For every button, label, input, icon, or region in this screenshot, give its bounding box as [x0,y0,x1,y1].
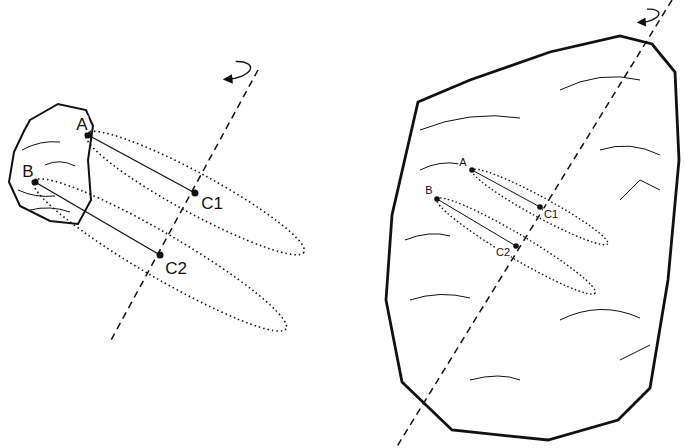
orbit-ellipse [23,162,297,347]
radius-line [35,182,160,255]
radius-line [437,199,516,246]
large-orbits [396,0,672,448]
point-label: A [75,116,88,133]
fragment-texture [18,142,75,212]
small-orbits [23,59,314,348]
point-label: B [424,185,433,196]
radius-line [88,135,195,193]
rotation-arrow [225,59,252,79]
rotation-arrow [639,7,660,22]
fragment-texture [405,77,660,380]
small-fragment [9,104,93,224]
orbit-ellipse [431,189,601,304]
point-label: C2 [495,247,511,258]
rotation-axis [110,70,258,342]
fragment-outline [9,104,93,224]
point-label: B [21,163,34,180]
large-fragment [386,36,679,440]
radius-line [472,170,540,207]
orbit-ellipse [76,116,313,269]
orbit-ellipse [468,161,613,252]
large-points [434,167,543,249]
point-label: C2 [164,260,188,277]
point-label: A [458,157,467,168]
point-label: C1 [543,209,559,220]
fragment-outline [386,36,679,440]
point-label: C1 [200,195,224,212]
small-points [32,132,199,259]
rotation-axis [396,0,672,448]
